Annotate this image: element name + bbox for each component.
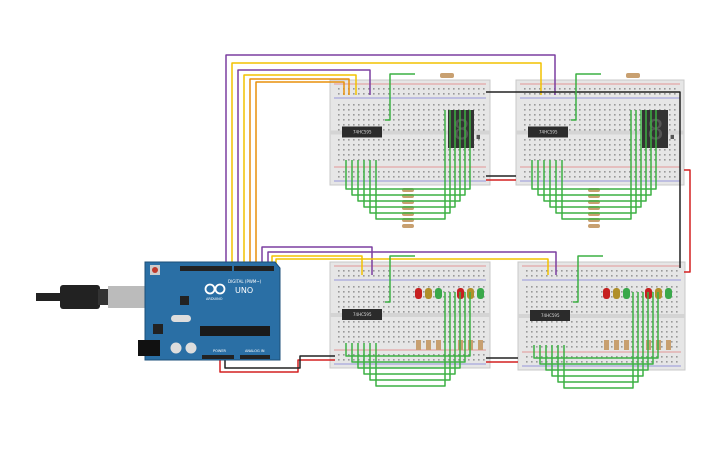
center-channel: [330, 130, 490, 135]
wire-purple: [225, 54, 556, 266]
breadboard-3[interactable]: 74HC595: [329, 261, 491, 369]
wire-red: [684, 169, 691, 273]
wire-green: [369, 110, 451, 214]
wire-green: [539, 292, 654, 365]
arduino-uno[interactable]: DIGITAL (PWM~) UNO ARDUINO POWER ANALOG …: [138, 261, 281, 361]
resistor: [436, 340, 441, 350]
seven-segment-display: 8.: [448, 110, 487, 148]
wire-green: [545, 292, 649, 371]
header-digital-low: [180, 266, 232, 271]
wire-orange: [249, 78, 350, 266]
shift-register-chip: [530, 310, 570, 321]
breadboard-1[interactable]: 74HC595 8.: [329, 73, 491, 228]
chip-label: 74HC595: [353, 130, 372, 135]
wires: [219, 54, 691, 389]
led-red[interactable]: [603, 288, 610, 299]
analog-label: ANALOG IN: [245, 349, 265, 353]
chip-label: 74HC595: [353, 312, 372, 317]
led-red[interactable]: [415, 288, 422, 299]
wire-green: [345, 110, 471, 190]
power-jack: [138, 340, 160, 356]
resistor: [588, 224, 600, 228]
digital-label: DIGITAL (PWM~): [228, 279, 262, 284]
wire-black: [224, 355, 335, 369]
wire-green: [571, 73, 601, 121]
resistor: [426, 340, 431, 350]
wire-green: [363, 110, 456, 208]
resistor: [666, 340, 671, 350]
resistor: [402, 224, 414, 228]
breadboard-2[interactable]: 74HC595 8.: [515, 73, 685, 228]
wire-orange: [255, 81, 345, 266]
wire-green: [563, 292, 634, 389]
center-channel: [330, 313, 490, 317]
resistor: [604, 340, 609, 350]
breadboard-4[interactable]: 74HC595: [517, 261, 686, 371]
wire-green: [385, 255, 415, 303]
shift-register-chip: [342, 126, 382, 138]
wire-green: [551, 292, 644, 377]
wire-green: [557, 292, 639, 383]
resistor: [440, 73, 454, 78]
display-digit: 8.: [647, 113, 681, 146]
wire-purple: [267, 251, 557, 275]
resistor: [626, 73, 640, 78]
wire-purple: [261, 246, 373, 275]
resistor: [624, 340, 629, 350]
wire-green: [555, 110, 637, 214]
brand-label: ARDUINO: [206, 297, 223, 301]
wire-green: [369, 292, 451, 381]
shift-register-chip: [528, 126, 568, 138]
reset-button[interactable]: [152, 267, 158, 273]
atmega-chip: [200, 326, 270, 336]
wire-yellow: [231, 62, 542, 266]
model-label: UNO: [235, 286, 253, 295]
seven-segment-display: 8.: [642, 110, 681, 148]
wire-green: [561, 110, 632, 220]
header-digital-high: [234, 266, 274, 271]
wire-black: [486, 91, 681, 268]
wire-green: [375, 110, 446, 220]
wire-green: [375, 292, 446, 387]
wire-green: [357, 110, 461, 202]
wire-green: [573, 255, 603, 303]
wire-green: [351, 110, 466, 196]
chip-label: 74HC595: [541, 313, 560, 318]
wire-green: [531, 110, 657, 190]
wire-green: [345, 292, 471, 357]
chip-label: 74HC595: [539, 130, 558, 135]
center-channel: [516, 130, 684, 135]
wire-green: [537, 110, 652, 196]
wire-purple: [237, 69, 371, 266]
led-yellow[interactable]: [613, 288, 620, 299]
wire-green: [385, 73, 415, 121]
wire-green: [363, 292, 456, 375]
led-yellow[interactable]: [425, 288, 432, 299]
wire-green: [543, 110, 647, 202]
resistor: [614, 340, 619, 350]
wire-yellow: [271, 255, 363, 275]
shift-register-chip: [342, 309, 382, 320]
breadboard-holes: [524, 88, 676, 178]
resistor: [478, 340, 483, 350]
wire-red: [219, 359, 335, 373]
wire-yellow: [243, 74, 357, 266]
led-green[interactable]: [623, 288, 630, 299]
wire-green: [533, 292, 659, 359]
led-green[interactable]: [435, 288, 442, 299]
wire-green: [351, 292, 466, 363]
usb-cable: [36, 285, 146, 309]
power-label: POWER: [213, 349, 227, 353]
wire-green: [549, 110, 642, 208]
arduino-logo: [204, 283, 226, 295]
resistor: [416, 340, 421, 350]
led-green[interactable]: [665, 288, 672, 299]
wire-green: [357, 292, 461, 369]
center-channel: [518, 314, 685, 318]
led-green[interactable]: [477, 288, 484, 299]
